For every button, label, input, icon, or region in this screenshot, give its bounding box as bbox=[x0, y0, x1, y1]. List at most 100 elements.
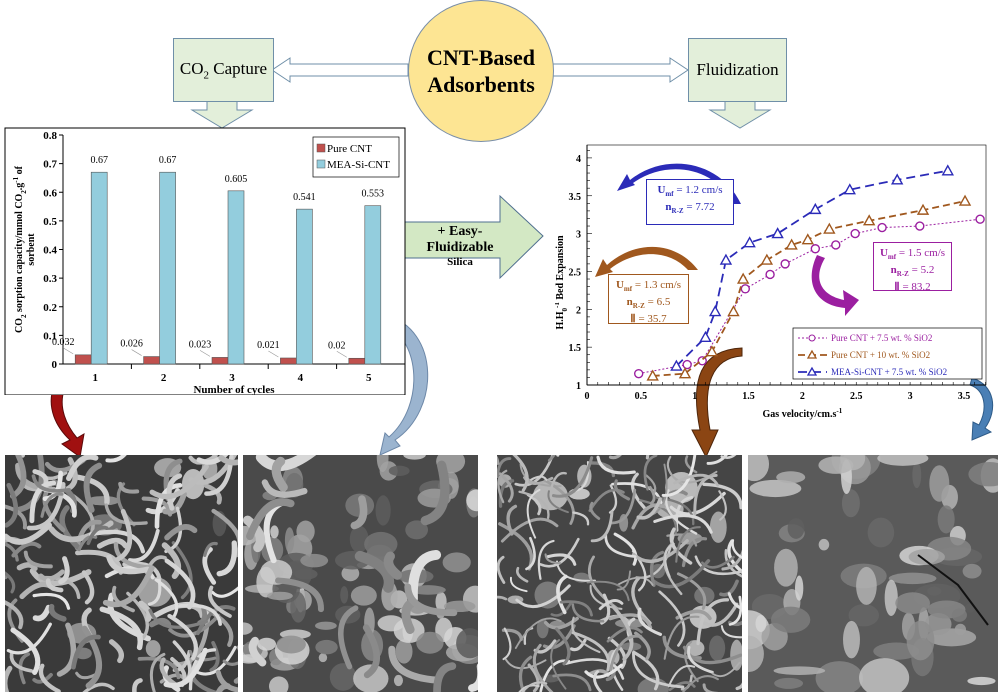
sem-nanotube bbox=[613, 532, 638, 566]
sem-nanotube bbox=[518, 490, 550, 520]
annotation-line: Umf = 1.2 cm/s bbox=[657, 184, 723, 199]
sem-nanotube bbox=[10, 627, 41, 676]
sem-nanotube bbox=[148, 617, 172, 628]
sem-nanotube bbox=[663, 615, 700, 660]
purple-curved-arrow bbox=[811, 255, 859, 316]
sem-nanotube bbox=[720, 455, 737, 459]
x-axis-label: Number of cycles bbox=[193, 384, 275, 395]
sem-nanotube bbox=[589, 501, 601, 520]
sem-nanotube bbox=[6, 622, 52, 655]
sem-nanotube bbox=[525, 536, 536, 571]
sem-nanotube bbox=[653, 514, 713, 534]
data-point bbox=[809, 202, 822, 215]
sem-nanotube bbox=[149, 464, 209, 499]
sem-nanotube bbox=[526, 493, 542, 516]
sem-nanotube bbox=[407, 549, 442, 604]
sem-nanotube bbox=[497, 555, 506, 584]
x-tick-label: 2 bbox=[161, 372, 167, 384]
sem-nanotube bbox=[215, 669, 238, 692]
bar-mea-si-cnt bbox=[90, 171, 108, 365]
sem-nanotube bbox=[637, 607, 663, 636]
sem-nanotube bbox=[547, 490, 569, 514]
sem-nanotube bbox=[731, 539, 742, 559]
sem-particle bbox=[315, 621, 337, 630]
sem-image-pure-cnt-silica bbox=[497, 455, 742, 692]
sem-nanotube bbox=[694, 555, 742, 576]
sem-nanotube bbox=[255, 455, 317, 472]
sem-nanotube bbox=[702, 683, 718, 692]
sem-nanotube bbox=[702, 482, 742, 510]
data-label: 0.67 bbox=[159, 155, 177, 166]
sem-nanotube bbox=[29, 480, 57, 524]
sem-nanotube bbox=[66, 455, 99, 482]
sem-nanotube bbox=[9, 455, 27, 499]
sem-nanotube bbox=[607, 636, 627, 669]
sem-nanotube bbox=[596, 455, 636, 475]
sem-nanotube bbox=[72, 474, 110, 505]
y-tick-label: 2 bbox=[576, 305, 581, 316]
sem-nanotube bbox=[720, 625, 742, 639]
sem-particle bbox=[243, 622, 253, 635]
sem-particle bbox=[770, 606, 811, 633]
sem-particle bbox=[755, 614, 767, 632]
sem-nanotube bbox=[5, 571, 16, 594]
data-label: 0.021 bbox=[257, 340, 280, 351]
sem-particle bbox=[296, 520, 315, 543]
data-point bbox=[780, 259, 790, 269]
annotation-line: nR-Z = 5.2 bbox=[890, 264, 935, 279]
sem-nanotube bbox=[222, 659, 238, 666]
sem-nanotube bbox=[681, 537, 708, 568]
sem-nanotube bbox=[218, 455, 238, 466]
sem-particle bbox=[442, 552, 471, 573]
sem-nanotube bbox=[65, 457, 78, 492]
sem-nanotube bbox=[675, 526, 701, 563]
sem-particle bbox=[270, 525, 279, 539]
legend-marker bbox=[806, 349, 818, 359]
sem-nanotube bbox=[554, 627, 571, 666]
data-point bbox=[678, 367, 692, 379]
sem-nanotube bbox=[497, 455, 500, 465]
sem-nanotube bbox=[188, 649, 217, 662]
sem-nanotube bbox=[498, 472, 514, 503]
sem-particle bbox=[709, 635, 726, 661]
sem-particle bbox=[908, 549, 945, 565]
legend-label: Pure CNT + 7.5 wt. % SiO2 bbox=[831, 333, 932, 343]
sem-nanotube bbox=[261, 479, 308, 498]
sem-nanotube bbox=[159, 657, 178, 687]
legend-marker bbox=[808, 334, 816, 342]
sem-nanotube bbox=[552, 673, 592, 692]
legend-label: Pure CNT + 10 wt. % SiO2 bbox=[831, 350, 930, 360]
sem-particle bbox=[350, 585, 377, 606]
sem-nanotube bbox=[388, 645, 441, 684]
arrow-to-fluidization bbox=[551, 57, 689, 83]
sem-nanotube bbox=[632, 650, 660, 691]
data-label: 0.026 bbox=[120, 339, 143, 350]
sem-particle bbox=[257, 637, 277, 651]
sem-nanotube bbox=[526, 488, 541, 539]
sem-nanotube bbox=[248, 636, 267, 667]
sem-particle bbox=[364, 531, 398, 557]
sem-nanotube bbox=[154, 578, 179, 619]
data-point bbox=[682, 359, 692, 370]
sem-nanotube bbox=[497, 457, 512, 479]
annotation-line: Ⅱ = 35.7 bbox=[630, 313, 667, 326]
data-point bbox=[633, 368, 644, 379]
y-tick-label: 2.5 bbox=[569, 267, 582, 278]
x-tick-label: 2.5 bbox=[850, 391, 863, 402]
sem-nanotube bbox=[362, 624, 380, 679]
sem-nanotube bbox=[211, 508, 238, 558]
sem-nanotube bbox=[693, 473, 718, 516]
sem-nanotube bbox=[18, 652, 30, 685]
data-point bbox=[843, 183, 856, 195]
data-point bbox=[708, 305, 722, 317]
x-tick-label: 3 bbox=[908, 391, 913, 402]
sem-nanotube bbox=[584, 663, 623, 679]
sem-particle bbox=[405, 520, 429, 540]
y-tick-label: 3 bbox=[576, 230, 581, 241]
sem-nanotube bbox=[718, 490, 727, 521]
legend-label: Pure CNT bbox=[327, 143, 372, 155]
sem-nanotube bbox=[546, 553, 577, 566]
sem-particle bbox=[748, 635, 764, 673]
